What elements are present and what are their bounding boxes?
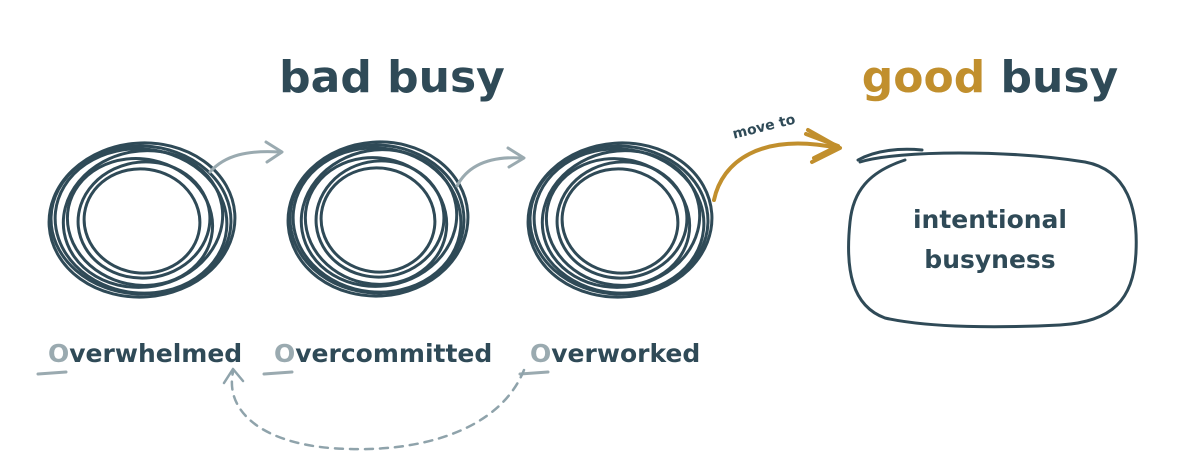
intentional-busyness-shape: [847, 147, 1138, 329]
arrow-overcommitted-to-overworked: [455, 146, 526, 188]
state-label-overworked: Overworked: [530, 339, 700, 368]
scribble-circle-overcommitted: [286, 140, 470, 298]
busy-word: busy: [985, 52, 1118, 103]
move-to-arrow: [712, 128, 842, 202]
good-busy-title: good busy: [862, 52, 1118, 103]
state-label-overcommitted: Overcommitted: [274, 339, 492, 368]
state-label-overwhelmed: Overwhelmed: [48, 339, 242, 368]
letter-underlines: [36, 370, 550, 376]
state-rest-overwhelmed: verwhelmed: [69, 339, 242, 368]
bad-busy-title: bad busy: [279, 52, 505, 103]
move-to-label: move to: [731, 112, 797, 143]
scribble-circle-overworked: [526, 141, 714, 299]
target-line-1: intentional: [913, 205, 1067, 234]
scribble-circle-overwhelmed: [47, 141, 237, 299]
state-rest-overworked: verworked: [551, 339, 700, 368]
state-rest-overcommitted: vercommitted: [295, 339, 492, 368]
state-letter-overcommitted: O: [274, 339, 295, 368]
state-letter-overworked: O: [530, 339, 551, 368]
good-word: good: [862, 52, 985, 103]
target-line-2: busyness: [924, 245, 1055, 274]
state-letter-overwhelmed: O: [48, 339, 69, 368]
arrow-overwhelmed-to-overcommitted: [208, 140, 284, 174]
cycle-back-arrow: [222, 367, 526, 451]
